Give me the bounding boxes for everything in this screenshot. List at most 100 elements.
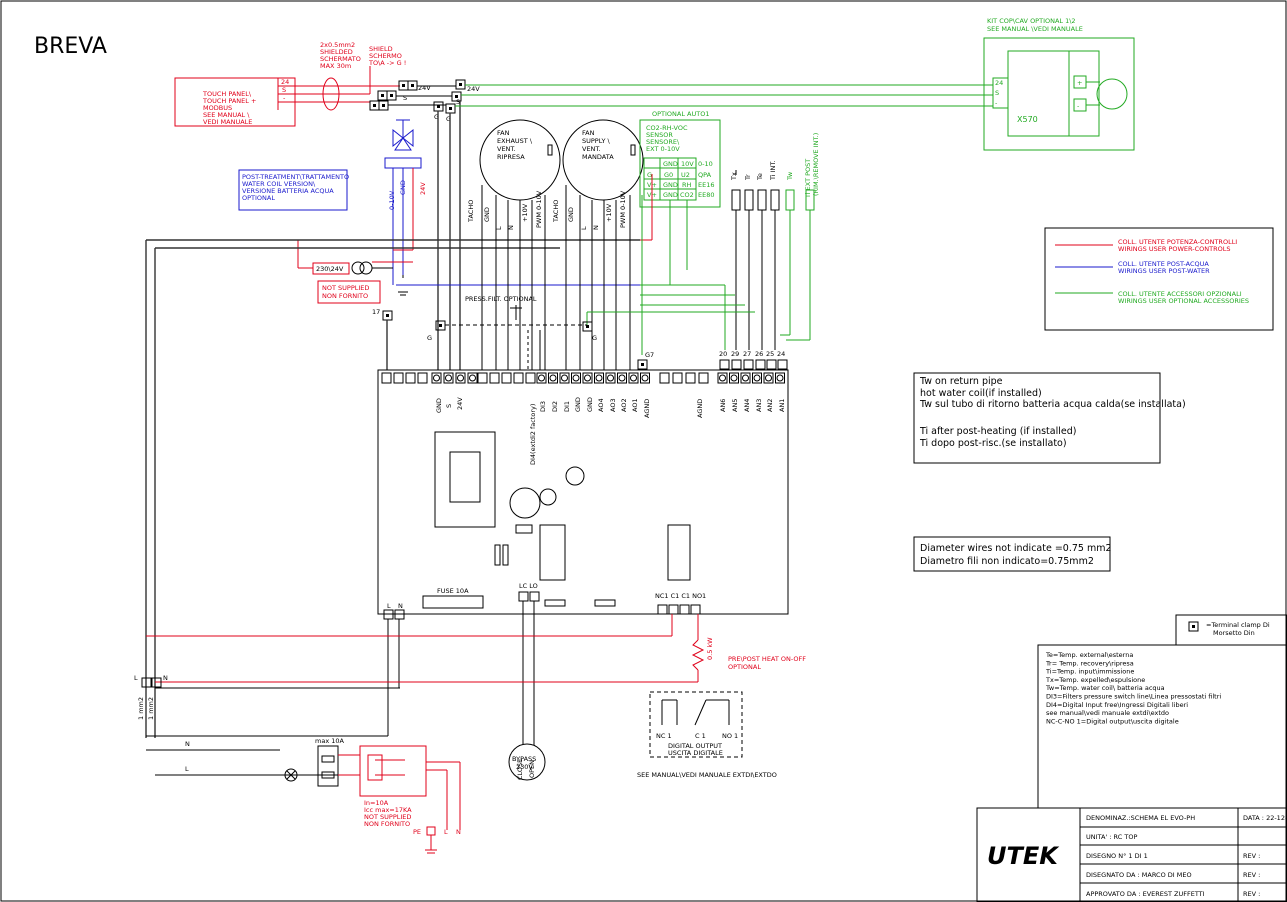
- svg-text:N: N: [185, 740, 190, 748]
- svg-text:Tw: Tw: [786, 171, 794, 181]
- svg-text:G: G: [647, 171, 652, 179]
- svg-text:AN2: AN2: [766, 399, 774, 412]
- svg-text:SUPPLY \: SUPPLY \: [582, 137, 611, 145]
- abbreviation-line: Ti=Temp. input\immissione: [1045, 668, 1134, 676]
- svg-text:G: G: [592, 334, 597, 342]
- svg-text:NO 1: NO 1: [722, 732, 738, 740]
- svg-text:NON FORNITO: NON FORNITO: [322, 292, 368, 300]
- terminal-screw-icon: [572, 374, 580, 382]
- svg-text:Ti INT.: Ti INT.: [769, 160, 777, 181]
- terminal-screw-icon: [595, 374, 603, 382]
- board-terminal: [489, 372, 500, 384]
- svg-text:FAN: FAN: [582, 129, 595, 137]
- svg-text:DI1: DI1: [563, 401, 571, 412]
- terminal-screw-icon: [753, 374, 761, 382]
- board-terminal: [628, 372, 639, 384]
- board-terminal: [381, 372, 392, 384]
- svg-text:APPROVATO DA : EVEREST ZUFFETT: APPROVATO DA : EVEREST ZUFFETTI: [1086, 890, 1205, 898]
- svg-text:20: 20: [719, 350, 727, 358]
- board-terminal: [417, 372, 428, 384]
- svg-text:AN3: AN3: [755, 399, 763, 412]
- board-terminal: [525, 372, 536, 384]
- svg-text:17: 17: [372, 308, 380, 316]
- svg-text:LC LO: LC LO: [519, 582, 538, 590]
- svg-text:Tw on return pipe: Tw on return pipe: [919, 376, 1003, 387]
- svg-text:L: L: [387, 602, 391, 610]
- svg-text:OPTIONAL AUTO1: OPTIONAL AUTO1: [652, 110, 709, 118]
- svg-text:0-10: 0-10: [698, 160, 713, 168]
- board-terminal: [467, 372, 478, 384]
- title-block: UTEK DENOMINAZ.:SCHEMA EL EVO-PH UNITA' …: [976, 807, 1287, 902]
- svg-text:SEE MANUAL \VEDI MANUALE: SEE MANUAL \VEDI MANUALE: [987, 25, 1083, 33]
- svg-text:GND: GND: [663, 191, 678, 199]
- svg-text:MANDATA: MANDATA: [582, 153, 614, 161]
- svg-text:Diameter wires not indicate =0: Diameter wires not indicate =0.75 mm2: [920, 543, 1112, 554]
- svg-text:29: 29: [731, 350, 739, 358]
- svg-text:TO\A -> G !: TO\A -> G !: [368, 59, 406, 67]
- svg-text:REV :: REV :: [1243, 852, 1260, 860]
- svg-text:N: N: [456, 828, 461, 836]
- svg-text:=Terminal clamp Di: =Terminal clamp Di: [1206, 621, 1270, 629]
- svg-text:WATER COIL VERSION\: WATER COIL VERSION\: [242, 180, 316, 188]
- terminal-screw-icon: [584, 374, 591, 382]
- board-terminal: [617, 372, 627, 384]
- svg-text:FAN: FAN: [497, 129, 510, 137]
- svg-text:PRESS.FILT. OPTIONAL: PRESS.FILT. OPTIONAL: [465, 295, 537, 303]
- board-terminal: [672, 372, 683, 384]
- board-terminal: [752, 372, 762, 384]
- svg-text:Te: Te: [756, 173, 764, 181]
- svg-text:GND: GND: [483, 207, 491, 222]
- svg-text:PWM 0-10V: PWM 0-10V: [619, 190, 627, 228]
- svg-text:DISEGNATO DA : MARCO DI MEO: DISEGNATO DA : MARCO DI MEO: [1086, 871, 1192, 879]
- svg-text:AN6: AN6: [719, 399, 727, 412]
- svg-text:SCHERMO: SCHERMO: [369, 52, 402, 60]
- svg-text:L: L: [444, 828, 448, 836]
- svg-text:OPTIONAL: OPTIONAL: [728, 663, 761, 671]
- svg-text:U2: U2: [681, 171, 690, 179]
- optional-bus: [586, 284, 755, 350]
- board-terminal: [729, 372, 739, 384]
- abbreviation-line: NC-C-NO 1=Digital output\uscita digitale: [1046, 717, 1179, 725]
- svg-text:UNITA' : RC TOP: UNITA' : RC TOP: [1086, 833, 1137, 841]
- svg-text:Diametro fili non indicato=0.7: Diametro fili non indicato=0.75mm2: [920, 556, 1094, 567]
- abbreviation-line: DI3=Filters pressure switch line\Linea p…: [1046, 693, 1221, 701]
- board-terminal: [513, 372, 524, 384]
- temperature-probes: Tx Tr Te Ti INT. Tw Ti EXT POST (RIM.\RE…: [730, 133, 820, 350]
- svg-text:COLL. UTENTE ACCESSORI OPZIONA: COLL. UTENTE ACCESSORI OPZIONALI: [1118, 290, 1242, 298]
- svg-text:N: N: [163, 674, 168, 682]
- svg-text:Tw sul tubo di ritorno batteri: Tw sul tubo di ritorno batteria acqua ca…: [919, 399, 1186, 410]
- svg-text:NOT SUPPLIED: NOT SUPPLIED: [322, 284, 369, 292]
- optional-auto1-box: OPTIONAL AUTO1 CO2-RH-VOC SENSOR SENSORE…: [639, 110, 721, 355]
- svg-text:GND: GND: [586, 397, 594, 412]
- abbreviation-line: DI4=Digital Input free\Ingressi Digitali…: [1046, 701, 1188, 709]
- terminal-screw-icon: [719, 374, 726, 382]
- svg-text:SHIELD: SHIELD: [369, 45, 393, 53]
- svg-text:L: L: [185, 765, 189, 773]
- svg-text:BYPASS: BYPASS: [512, 755, 536, 763]
- svg-text:CO2-RH-VOC: CO2-RH-VOC: [646, 124, 688, 132]
- fan-exhaust: FAN EXHAUST \ VENT. RIPRESA: [479, 119, 561, 201]
- svg-text:AN1: AN1: [778, 399, 786, 412]
- svg-text:S: S: [445, 404, 453, 408]
- svg-text:USCITA DIGITALE: USCITA DIGITALE: [668, 749, 723, 757]
- svg-text:VENT.: VENT.: [497, 145, 516, 153]
- svg-text:NOT SUPPLIED: NOT SUPPLIED: [364, 813, 411, 821]
- terminal-screw-icon: [742, 374, 749, 382]
- svg-text:SHIELDED: SHIELDED: [320, 48, 353, 56]
- svg-text:KIT COP\CAV OPTIONAL 1\2: KIT COP\CAV OPTIONAL 1\2: [987, 17, 1076, 25]
- svg-text:Ti EXT POST: Ti EXT POST: [804, 159, 812, 199]
- board-terminal: [698, 372, 709, 384]
- svg-text:NC1 C1 C1 NO1: NC1 C1 C1 NO1: [655, 592, 706, 600]
- board-terminal: [548, 372, 558, 384]
- svg-text:WIRINGS USER OPTIONAL ACCESSOR: WIRINGS USER OPTIONAL ACCESSORIES: [1118, 297, 1249, 305]
- svg-text:2x0.5mm2: 2x0.5mm2: [320, 41, 355, 49]
- svg-text:24: 24: [995, 79, 1003, 87]
- svg-text:EE16: EE16: [698, 181, 715, 189]
- svg-text:S: S: [456, 98, 460, 106]
- svg-text:DISEGNO N° 1 DI 1: DISEGNO N° 1 DI 1: [1086, 852, 1148, 860]
- svg-text:COLL. UTENTE POTENZA-CONTROLLI: COLL. UTENTE POTENZA-CONTROLLI: [1118, 238, 1237, 246]
- svg-text:0-10V: 0-10V: [388, 190, 396, 210]
- svg-text:EXT 0-10V: EXT 0-10V: [646, 145, 680, 153]
